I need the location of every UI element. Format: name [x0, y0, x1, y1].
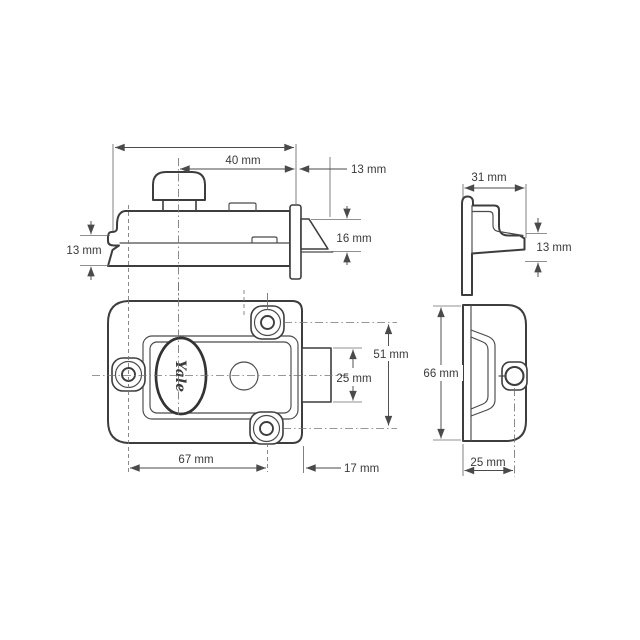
dimension-label: 25 mm [470, 457, 505, 469]
backplate [289, 204, 302, 280]
dimension-label: 31 mm [471, 172, 506, 184]
cylinder-hole [229, 361, 259, 391]
top-tab [228, 202, 257, 212]
dimension-31mm: 31 mm [464, 172, 525, 192]
cam-hole [504, 365, 525, 387]
knob [152, 171, 206, 213]
keeper-profile [461, 195, 526, 296]
dimension-label: 13 mm [66, 245, 101, 257]
dimension-25mm-latch: 25 mm [333, 347, 372, 403]
cover-plate-inner [149, 341, 292, 414]
dimension-label: 40 mm [225, 155, 260, 167]
dimension-51mm: 51 mm [371, 324, 411, 426]
dimension-40mm: 40 mm [179, 155, 295, 173]
dimension-label: 13 mm [536, 242, 571, 254]
yale-logo-text: Yale [172, 360, 188, 392]
dimension-67mm: 67 mm [129, 454, 267, 472]
latch-bolt-front [301, 347, 332, 403]
dimension-13mm-throw: 13 mm [299, 164, 386, 176]
dimension-label: 66 mm [423, 368, 458, 380]
keeper-view: 31 mm 13 mm [461, 172, 572, 296]
dimension-17mm: 17 mm [303, 446, 379, 475]
screw-hole-top [253, 308, 282, 337]
dimension-label: 17 mm [344, 463, 379, 475]
dimension-label: 13 mm [351, 164, 386, 176]
dimension-label: 25 mm [336, 373, 371, 385]
dimension-13mm-keeper: 13 mm [525, 218, 572, 277]
dimension-13mm-base: 13 mm [66, 221, 110, 280]
dimension-66mm: 66 mm [420, 305, 463, 441]
lower-tab [251, 236, 278, 244]
latch-bolt [300, 218, 329, 250]
dimension-25mm-depth: 25 mm [462, 444, 514, 476]
case-contour-inner [470, 336, 489, 410]
yale-logo-oval: Yale [154, 336, 208, 416]
keeper-inner-step [471, 210, 524, 237]
screw-hole-bottom [252, 414, 281, 443]
lock-case-profile [107, 210, 291, 267]
side-view: 40 mm 13 mm 16 mm 13 mm [66, 143, 386, 300]
front-view: Yale 25 mm 51 mm [92, 283, 411, 475]
dimension-label: 67 mm [178, 454, 213, 466]
end-view: 66 mm 25 mm [420, 304, 528, 477]
dimension-16mm: 16 mm [311, 206, 372, 265]
dimension-label: 51 mm [373, 349, 408, 361]
case-contour-outer [470, 329, 496, 417]
dimension-label: 16 mm [336, 233, 371, 245]
